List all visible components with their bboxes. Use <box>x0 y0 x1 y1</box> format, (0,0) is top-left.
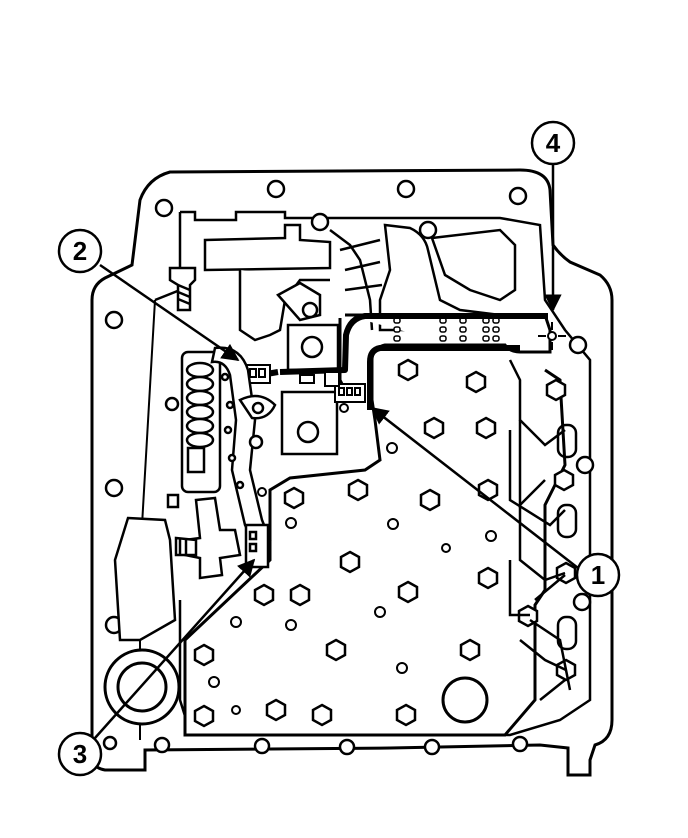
callout-2-label: 2 <box>73 236 87 266</box>
leader-line-2 <box>99 263 240 362</box>
callout-3: 3 <box>57 731 103 777</box>
valve-body-holes <box>208 442 497 715</box>
callout-1: 1 <box>575 552 621 598</box>
left-springs <box>164 350 222 509</box>
plate-pin-pattern <box>393 317 500 342</box>
upper-mechanism <box>168 223 517 456</box>
lower-left-assembly <box>113 496 270 642</box>
right-side-passages <box>508 359 578 701</box>
callout-1-label: 1 <box>591 560 605 590</box>
callout-4-label: 4 <box>546 128 561 158</box>
callout-3-label: 3 <box>73 739 87 769</box>
leader-line-1 <box>370 406 579 569</box>
large-orifice <box>441 676 489 724</box>
leader-line-3 <box>94 558 256 739</box>
leader-lines <box>94 165 579 739</box>
callout-2: 2 <box>57 228 103 274</box>
target-symbol <box>538 322 566 350</box>
valve-body-hex-bolts <box>193 358 577 728</box>
callout-4: 4 <box>530 120 576 166</box>
